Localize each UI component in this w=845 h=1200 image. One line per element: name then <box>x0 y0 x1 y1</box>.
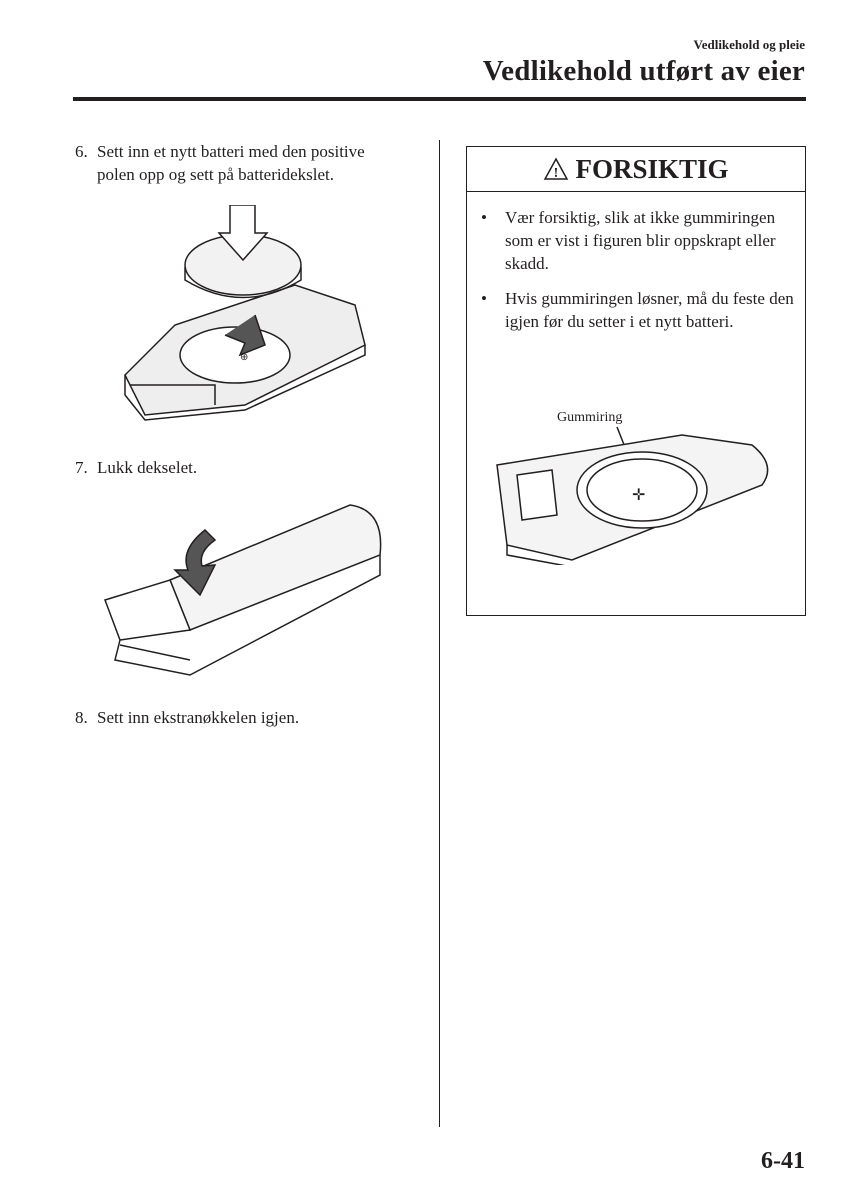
warning-triangle-icon: ! <box>544 157 569 181</box>
step-text: Sett inn ekstranøkkelen igjen. <box>97 708 300 727</box>
svg-text:✛: ✛ <box>632 487 645 504</box>
caution-bullet: •Vær forsiktig, slik at ikke gummiringen… <box>481 208 776 273</box>
bullet-text: Vær forsiktig, slik at ikke gummiringen … <box>505 208 776 273</box>
step-text-cont: polen opp og sett på batteridekslet. <box>97 165 334 184</box>
column-divider <box>439 140 440 1127</box>
caution-box: ! FORSIKTIG •Vær forsiktig, slik at ikke… <box>466 146 806 616</box>
page-number: 6-41 <box>761 1148 805 1174</box>
svg-text:⊕: ⊕ <box>240 352 248 363</box>
figure-label: Gummiring <box>557 410 623 425</box>
bullet-text: Hvis gummiringen løsner, må du feste den… <box>505 289 794 331</box>
step-number: 8. <box>75 708 88 727</box>
caution-header: ! FORSIKTIG <box>467 147 805 192</box>
svg-text:!: ! <box>554 166 559 181</box>
caution-title: FORSIKTIG <box>575 153 729 184</box>
step-8: 8. Sett inn ekstranøkkelen igjen. <box>75 706 425 729</box>
step-7: 7. Lukk dekselet. <box>75 456 425 479</box>
battery-insert-illustration: ⊕ <box>124 205 366 421</box>
section-name: Vedlikehold og pleie <box>693 37 805 52</box>
page-title: Vedlikehold utført av eier <box>482 55 805 87</box>
step-6: 6. Sett inn et nytt batteri med den posit… <box>75 140 425 186</box>
close-cover-illustration <box>104 504 382 676</box>
rubber-ring-illustration: ✛ <box>496 426 769 565</box>
step-number: 7. <box>75 458 88 477</box>
step-number: 6. <box>75 142 88 161</box>
header-rule <box>73 97 806 101</box>
step-text: Lukk dekselet. <box>97 458 198 477</box>
caution-bullet: •Hvis gummiringen løsner, må du feste de… <box>481 289 794 331</box>
step-text: Sett inn et nytt batteri med den positiv… <box>97 142 365 161</box>
